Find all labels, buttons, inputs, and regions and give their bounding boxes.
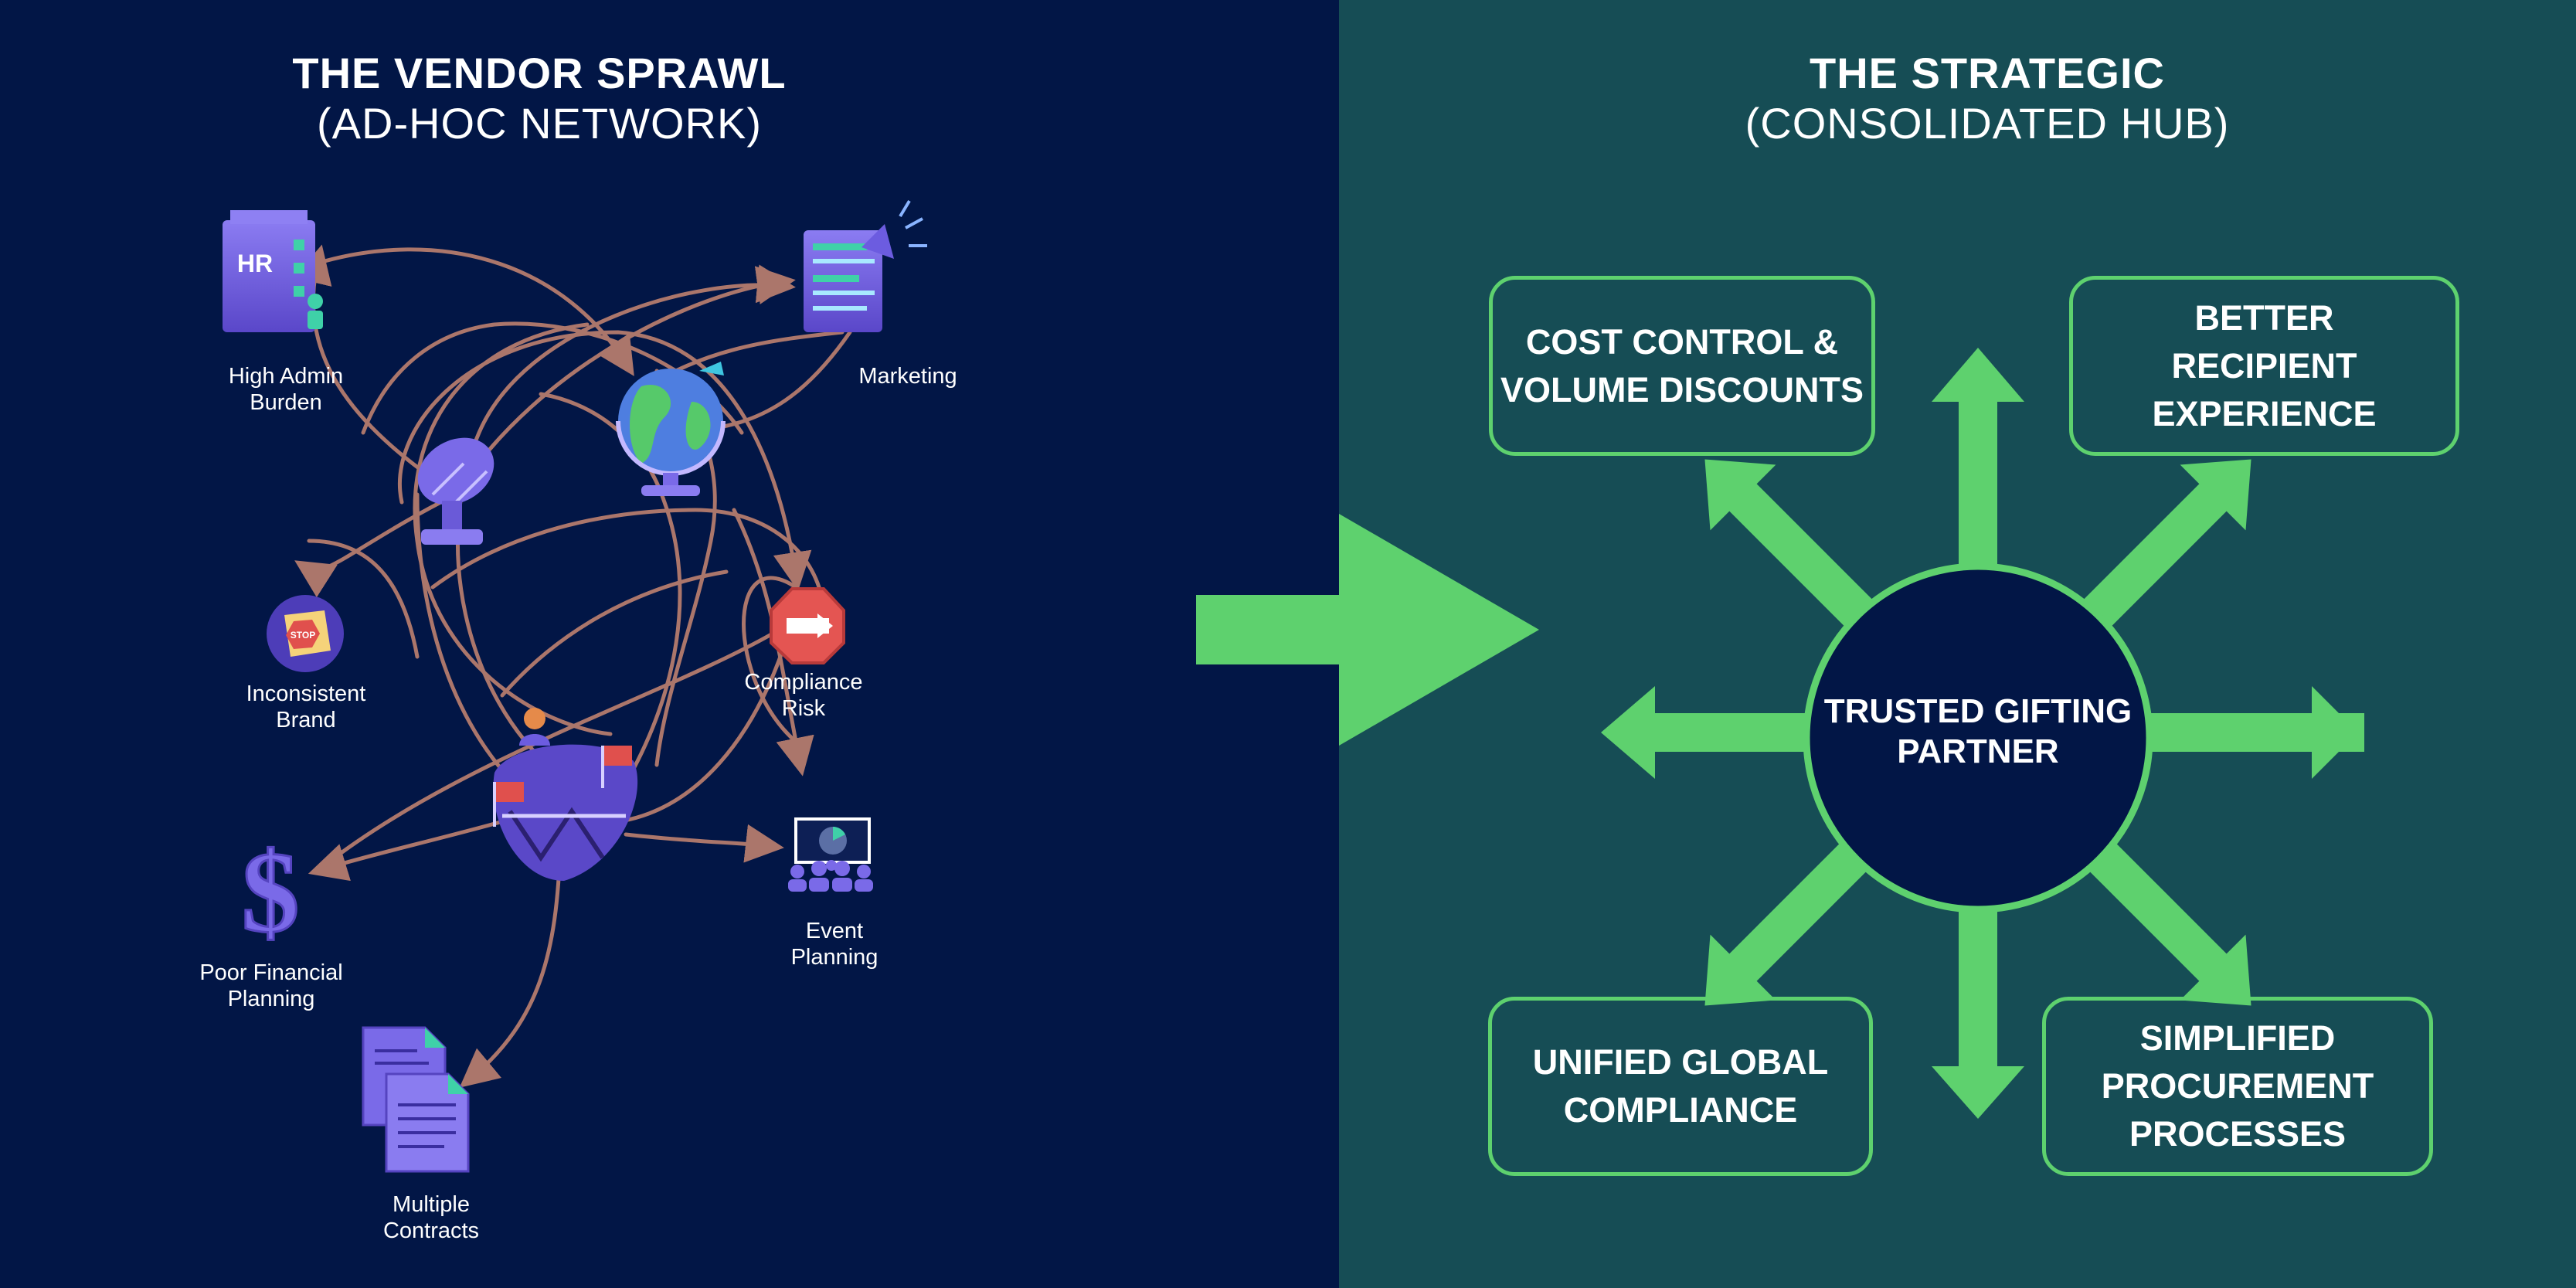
svg-text:STOP: STOP (291, 630, 315, 641)
left-subtitle: (AD-HOC NETWORK) (317, 99, 762, 148)
right-title: THE STRATEGIC (1810, 49, 2165, 97)
globe-icon (616, 362, 726, 496)
no-entry-sign-icon (770, 587, 845, 664)
marketing-board-icon (804, 199, 927, 332)
transition-arrow (1196, 514, 1539, 746)
svg-text:$: $ (242, 828, 300, 957)
presentation-audience-icon (788, 817, 873, 892)
right-subtitle: (CONSOLIDATED HUB) (1745, 99, 2230, 148)
documents-icon (362, 1026, 470, 1173)
left-title-block: THE VENDOR SPRAWL (AD-HOC NETWORK) (153, 48, 926, 148)
satellite-dish-icon (417, 437, 494, 545)
left-title: THE VENDOR SPRAWL (292, 49, 787, 97)
right-title-block: THE STRATEGIC (CONSOLIDATED HUB) (1601, 48, 2374, 148)
dollar-sign-icon: $ (240, 828, 301, 958)
stop-sign-badge-icon: STOP (267, 595, 344, 672)
hr-building-icon: HR (223, 210, 323, 332)
benefit-box-cost: COST CONTROL &VOLUME DISCOUNTS (1489, 276, 1875, 456)
node-label-marketing: Marketing (858, 364, 957, 389)
radial-arrows (1601, 348, 2364, 1119)
central-map-icon (493, 708, 638, 881)
hub-circle (1803, 562, 2153, 913)
svg-text:HR: HR (237, 250, 273, 277)
